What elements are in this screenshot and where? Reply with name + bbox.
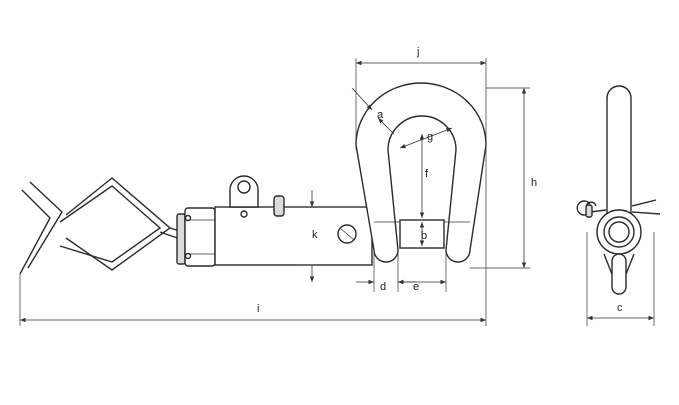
label-h: h — [531, 177, 537, 189]
side-dimensions — [19, 58, 530, 326]
label-g: g — [427, 131, 433, 143]
side-view — [19, 58, 530, 326]
label-j: j — [416, 46, 419, 58]
label-i: i — [257, 303, 259, 315]
wire-clip — [19, 177, 184, 275]
label-e: e — [413, 281, 419, 293]
label-k: k — [312, 229, 318, 241]
label-b: b — [421, 230, 427, 242]
label-a: a — [377, 109, 384, 121]
pin-body — [214, 195, 373, 266]
label-f: f — [425, 168, 429, 180]
label-c: c — [617, 302, 623, 314]
pin-lug — [229, 175, 259, 208]
label-d: d — [380, 281, 386, 293]
end-view — [576, 85, 661, 326]
dimension-labels: j a g f h k b d e i c — [257, 46, 623, 315]
